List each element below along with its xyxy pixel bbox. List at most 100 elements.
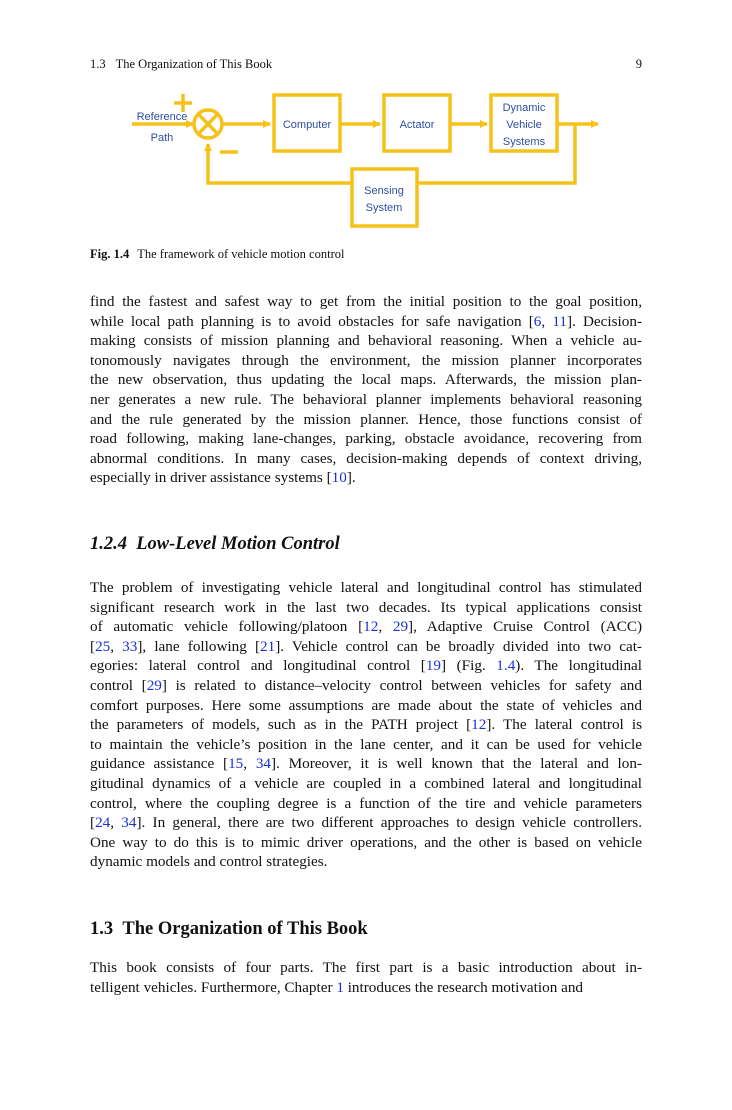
text-line: One way to do this is to mimic driver op… (90, 833, 642, 853)
text-line: find the fastest and safest way to get f… (90, 292, 642, 312)
text-line: This book consists of four parts. The fi… (90, 958, 642, 978)
citation-link[interactable]: 19 (425, 657, 441, 675)
citation-link[interactable]: 34 (255, 755, 271, 773)
text-line: road following, making lane-changes, par… (90, 429, 642, 449)
text-segment: One way to do this is to mimic driver op… (90, 833, 642, 851)
text-line: to maintain the vehicle’s position in th… (90, 735, 642, 755)
block-diagram: Reference Path Computer Actator Dynamic … (132, 93, 599, 228)
text-segment: dynamic models and control strategies. (90, 853, 328, 871)
text-segment: The problem of investigating vehicle lat… (90, 579, 642, 596)
text-line: telligent vehicles. Furthermore, Chapter… (90, 978, 642, 998)
text-line: comfort purposes. Here some assumptions … (90, 696, 642, 716)
text-line: significant research work in the last tw… (90, 598, 642, 618)
text-segment: ], lane following [ (137, 637, 261, 655)
text-segment: control, where the coupling degree is a … (90, 794, 642, 812)
section-number: 1.3 (90, 919, 114, 939)
text-segment: ]. The lateral control is (486, 716, 643, 734)
computer-label: Computer (283, 119, 332, 131)
text-segment: control [ (90, 676, 147, 694)
text-segment: ner generates a new rule. The behavioral… (90, 390, 642, 408)
text-segment: ], Adaptive Cruise Control (ACC) (408, 618, 643, 636)
reference-label-1: Reference (137, 111, 188, 123)
citation-link[interactable]: 25 (95, 637, 111, 655)
text-segment: the new observation, thus updating the l… (90, 371, 642, 389)
page-number: 9 (635, 57, 642, 71)
section-title: Low-Level Motion Control (136, 534, 340, 554)
text-line: the new observation, thus updating the l… (90, 370, 642, 390)
text-segment: guidance assistance [ (90, 755, 229, 773)
citation-link[interactable]: 12 (471, 716, 487, 734)
text-segment: telligent vehicles. Furthermore, Chapter (90, 978, 337, 996)
citation-link[interactable]: 11 (552, 312, 567, 330)
paragraph-decision-making: find the fastest and safest way to get f… (90, 292, 642, 488)
text-line: the parameters of models, such as in the… (90, 715, 642, 735)
citation-link[interactable]: 21 (260, 637, 276, 655)
text-segment: , (110, 814, 122, 832)
reference-label-2: Path (151, 132, 174, 144)
text-line: making consists of mission planning and … (90, 331, 642, 351)
text-line: abnormal conditions. In many cases, deci… (90, 449, 642, 469)
text-segment: ]. (346, 469, 356, 487)
text-line: egories: lateral control and longitudina… (90, 656, 642, 676)
paragraph-organization: This book consists of four parts. The fi… (90, 958, 642, 997)
text-line: control [29] is related to distance–velo… (90, 676, 642, 696)
text-segment: ]. Decision- (566, 312, 643, 330)
text-segment: , (243, 755, 256, 773)
text-line: and the rule generated by the mission pl… (90, 410, 642, 430)
text-line: [25, 33], lane following [21]. Vehicle c… (90, 637, 642, 657)
sensing-label-2: System (366, 202, 403, 214)
text-line: The problem of investigating vehicle lat… (90, 578, 642, 598)
text-segment: ]. Vehicle control can be broadly divide… (275, 637, 642, 655)
section-heading-1-3: 1.3 The Organization of This Book (90, 919, 368, 940)
text-line: dynamic models and control strategies. (90, 852, 642, 872)
header-section-title: The Organization of This Book (115, 57, 273, 71)
text-segment: ] is related to distance–velocity contro… (161, 676, 642, 694)
figure-vehicle-motion-control: Reference Path Computer Actator Dynamic … (90, 88, 642, 238)
text-segment: abnormal conditions. In many cases, deci… (90, 449, 642, 467)
header-section-number: 1.3 (90, 57, 106, 71)
citation-link[interactable]: 29 (392, 618, 409, 636)
citation-link[interactable]: 29 (146, 676, 162, 694)
actuator-label: Actator (400, 119, 435, 131)
text-segment: gitudinal dynamics of a vehicle are coup… (90, 774, 642, 792)
section-number: 1.2.4 (90, 534, 127, 554)
sensing-label-1: Sensing (364, 185, 404, 197)
citation-link[interactable]: 1 (336, 978, 344, 996)
paragraph-motion-control: The problem of investigating vehicle lat… (90, 578, 642, 872)
text-segment: significant research work in the last tw… (90, 598, 642, 616)
citation-link[interactable]: 24 (95, 814, 111, 832)
feedback-to-junction (204, 143, 352, 185)
section-heading-1-2-4: 1.2.4 Low-Level Motion Control (90, 534, 340, 555)
dynamic-label-1: Dynamic (503, 102, 546, 114)
text-segment: [ (90, 814, 96, 832)
citation-link[interactable]: 12 (363, 618, 379, 636)
text-segment: making consists of mission planning and … (90, 332, 642, 350)
text-line: especially in driver assistance systems … (90, 468, 642, 488)
citation-link[interactable]: 1.4 (496, 657, 516, 675)
text-segment: find the fastest and safest way to get f… (90, 293, 642, 310)
running-header: 1.3 The Organization of This Book 9 (90, 57, 642, 73)
text-line: tonomously navigates through the environ… (90, 351, 642, 371)
text-segment: , (110, 637, 123, 655)
citation-link[interactable]: 10 (331, 469, 347, 487)
citation-link[interactable]: 6 (533, 312, 542, 330)
dynamic-label-3: Systems (503, 136, 546, 148)
text-segment: This book consists of four parts. The fi… (90, 959, 642, 976)
sensing-block (350, 167, 419, 228)
text-segment: ). The longitudinal (515, 657, 642, 675)
text-segment: road following, making lane-changes, par… (90, 430, 642, 448)
figure-caption-text: The framework of vehicle motion control (137, 247, 345, 261)
text-segment: especially in driver assistance systems … (90, 469, 332, 487)
text-segment: tonomously navigates through the environ… (90, 351, 642, 369)
text-segment: ]. Moreover, it is well known that the l… (271, 755, 643, 773)
text-line: gitudinal dynamics of a vehicle are coup… (90, 774, 642, 794)
citation-link[interactable]: 33 (122, 637, 138, 655)
text-line: of automatic vehicle following/platoon [… (90, 617, 642, 637)
citation-link[interactable]: 34 (121, 814, 137, 832)
citation-link[interactable]: 15 (228, 755, 244, 773)
text-line: control, where the coupling degree is a … (90, 794, 642, 814)
text-segment: [ (90, 637, 96, 655)
text-segment: to maintain the vehicle’s position in th… (90, 735, 642, 753)
feedback-to-sensing (417, 124, 577, 185)
